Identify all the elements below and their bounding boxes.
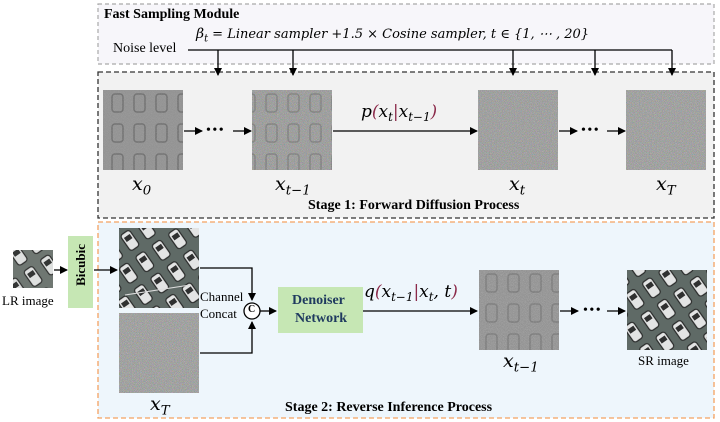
open-paren: ( (371, 102, 379, 122)
x-subscript: t (519, 183, 526, 199)
ellipsis: • • • (583, 303, 601, 318)
noisy-image-icon (626, 90, 706, 170)
x-symbol: x (656, 173, 667, 195)
aerial-parking-image-icon (119, 228, 199, 308)
q-symbol: q (364, 282, 375, 302)
x-symbol: x (150, 393, 161, 415)
noisy-image-icon (478, 90, 558, 170)
beta-formula-text: = Linear sampler +1.5 × Cosine sampler, … (208, 27, 590, 42)
sr-image-label: SR image (638, 353, 689, 368)
x-subscript: t−1 (408, 110, 431, 125)
ellipsis: • • • (206, 123, 224, 138)
x-subscript: T (666, 183, 676, 199)
x0-label: x0 (132, 175, 151, 198)
beta-subscript: t (204, 33, 209, 45)
stage1-box (97, 71, 715, 219)
fast-sampling-title: Fast Sampling Module (104, 7, 240, 22)
x-subscript: t−1 (391, 290, 414, 305)
p-symbol: p (361, 102, 372, 122)
xt-label: xt (509, 175, 525, 198)
x-symbol: x (275, 173, 286, 195)
x-symbol: x (503, 350, 514, 372)
denoiser-line2: Network (295, 311, 348, 326)
bicubic-box: Bicubic (68, 236, 93, 308)
lr-image-label: LR image (2, 293, 54, 308)
noisy-image-icon (119, 313, 199, 393)
open-paren: ( (374, 282, 382, 302)
noisy-image-icon (479, 270, 559, 350)
concat-symbol: C (248, 304, 256, 315)
stage2-box (97, 221, 715, 419)
stage2-xt-minus-1-label: xt−1 (503, 352, 539, 375)
x-subscript: t−1 (285, 183, 311, 199)
x-symbol: x (132, 173, 143, 195)
x-symbol: x (419, 282, 429, 302)
given-bar: | (392, 102, 399, 122)
x-subscript: 0 (142, 183, 152, 199)
reverse-transition-label: q(xt−1|xt, t) (364, 284, 458, 304)
concat-path-bottom (200, 321, 256, 354)
noise-level-label: Noise level (113, 41, 177, 56)
denoiser-line1: Denoiser (292, 293, 345, 308)
denoiser-network-box: Denoiser Network (278, 287, 363, 333)
xt-minus-1-label: xt−1 (275, 175, 311, 198)
channel-label: Channel (200, 289, 244, 304)
x-subscript: t (428, 290, 434, 305)
x-subscript: T (160, 403, 170, 419)
beta-formula: βt = Linear sampler +1.5 × Cosine sample… (196, 27, 589, 44)
given-bar: | (413, 282, 420, 302)
x-symbol: x (398, 102, 409, 122)
fast-sampling-box (97, 3, 715, 65)
concat-label: Concat (200, 306, 237, 321)
stage1-title: Stage 1: Forward Diffusion Process (308, 198, 520, 213)
forward-transition-label: p(xt|xt−1) (361, 104, 437, 124)
xT-label: xT (656, 175, 676, 198)
close-paren: ) (451, 282, 458, 302)
ellipsis: • • • (581, 123, 599, 138)
x-symbol: x (381, 282, 392, 302)
stage2-title: Stage 2: Reverse Inference Process (285, 400, 493, 415)
noisy-image-icon (252, 90, 332, 170)
x-symbol: x (509, 173, 520, 195)
x-subscript: t (388, 110, 393, 125)
concat-path-top (200, 267, 256, 301)
beta-symbol: β (196, 26, 205, 42)
close-paren: ) (430, 102, 438, 122)
x-subscript: t−1 (513, 360, 539, 376)
x-symbol: x (378, 102, 389, 122)
noisy-image-icon (103, 90, 183, 170)
aerial-parking-image-icon (627, 270, 707, 350)
bicubic-label: Bicubic (73, 244, 88, 286)
aerial-parking-image-icon (13, 250, 53, 288)
stage2-xT-label: xT (150, 395, 170, 418)
t-symbol: , t (433, 282, 452, 302)
